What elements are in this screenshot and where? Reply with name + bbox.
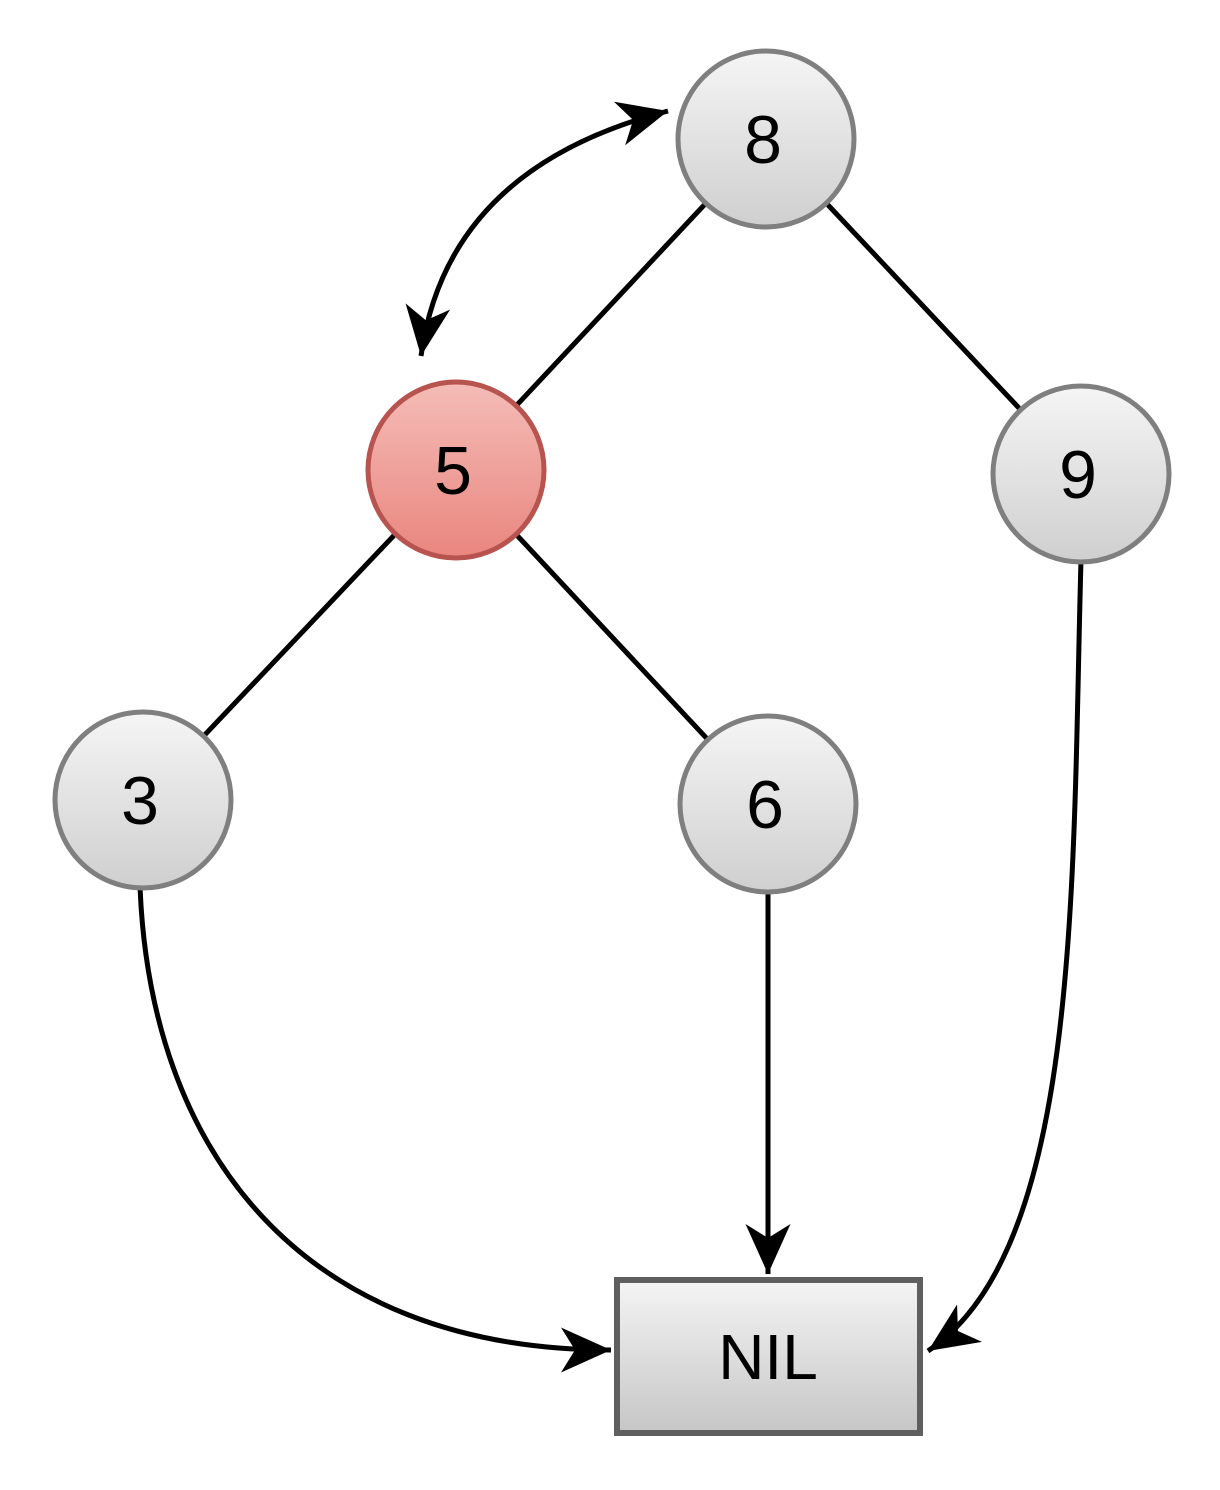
double-arrow-5-8	[405, 101, 669, 357]
node-8-label: 8	[744, 102, 782, 178]
node-3-label: 3	[121, 763, 159, 839]
node-9-label: 9	[1059, 437, 1097, 513]
arrow-3-to-nil	[137, 885, 612, 1373]
tree-node-8	[675, 48, 857, 230]
arrow-9-to-nil	[926, 559, 1084, 1354]
tree-node-6	[677, 713, 859, 895]
nil-box	[614, 1277, 923, 1436]
tree-node-9	[990, 383, 1172, 565]
tree-node-3	[52, 709, 234, 891]
node-6-label: 6	[746, 767, 784, 843]
tree-node-5-highlighted	[365, 379, 547, 561]
node-5-label: 5	[434, 433, 472, 509]
nil-label: NIL	[718, 1321, 818, 1393]
